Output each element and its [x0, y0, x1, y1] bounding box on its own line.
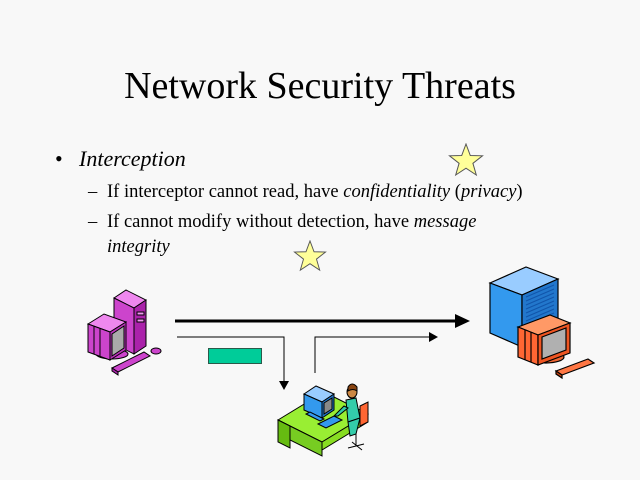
- emphasis-message: message: [413, 212, 477, 232]
- bullet-marker: •: [55, 146, 63, 171]
- emphasis-confidentiality: confidentiality: [343, 182, 451, 202]
- star-icon: [448, 143, 484, 177]
- receiver-server-icon: [488, 266, 596, 380]
- text-run: (: [450, 182, 461, 202]
- main-transmission-arrow: [175, 314, 470, 328]
- bullet-label: Interception: [79, 146, 186, 171]
- sub-marker: –: [88, 182, 98, 202]
- interception-arrow: [177, 336, 289, 390]
- emphasis-privacy: privacy: [460, 182, 517, 202]
- message-packet: [208, 348, 262, 364]
- sub-item-text: If cannot modify without detection, have…: [107, 210, 476, 235]
- emphasis-integrity: integrity: [107, 237, 170, 257]
- slide-title: Network Security Threats: [124, 65, 516, 107]
- forward-arrow: [314, 332, 438, 373]
- sub-marker: –: [88, 212, 98, 232]
- text-run: If interceptor cannot read, have: [107, 182, 344, 202]
- interceptor-workstation-icon: [276, 383, 370, 457]
- star-icon: [293, 240, 327, 272]
- sub-item-text: If interceptor cannot read, have confide…: [107, 180, 523, 205]
- text-run: ): [516, 182, 523, 202]
- sender-computer-icon: [86, 289, 162, 376]
- text-run: If cannot modify without detection, have: [107, 212, 414, 232]
